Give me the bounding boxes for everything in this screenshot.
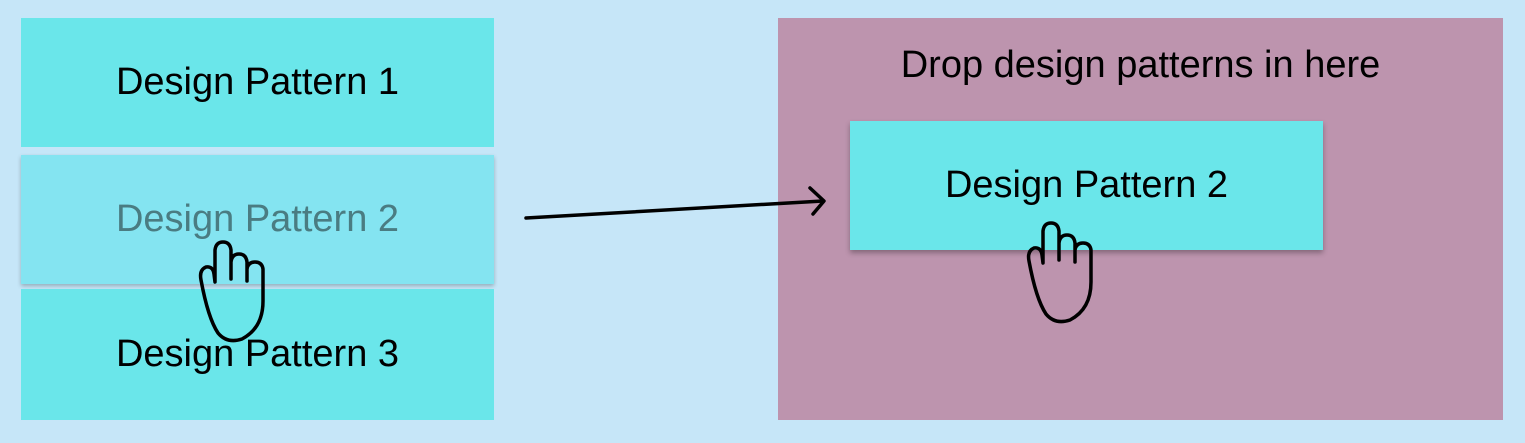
design-pattern-3-label: Design Pattern 3: [115, 333, 400, 375]
dropped-design-pattern-2-card[interactable]: Design Pattern 2: [850, 121, 1323, 250]
design-pattern-3-card[interactable]: Design Pattern 3: [21, 289, 494, 420]
dropped-design-pattern-2-label: Design Pattern 2: [944, 164, 1229, 206]
design-pattern-1-card[interactable]: Design Pattern 1: [21, 18, 494, 147]
drop-zone-title: Drop design patterns in here: [900, 44, 1381, 86]
drop-zone[interactable]: Drop design patterns in here Design Patt…: [778, 18, 1503, 420]
design-pattern-2-card-dragging[interactable]: Design Pattern 2: [21, 155, 494, 284]
design-pattern-2-label: Design Pattern 2: [115, 198, 400, 240]
design-pattern-1-label: Design Pattern 1: [115, 61, 400, 103]
